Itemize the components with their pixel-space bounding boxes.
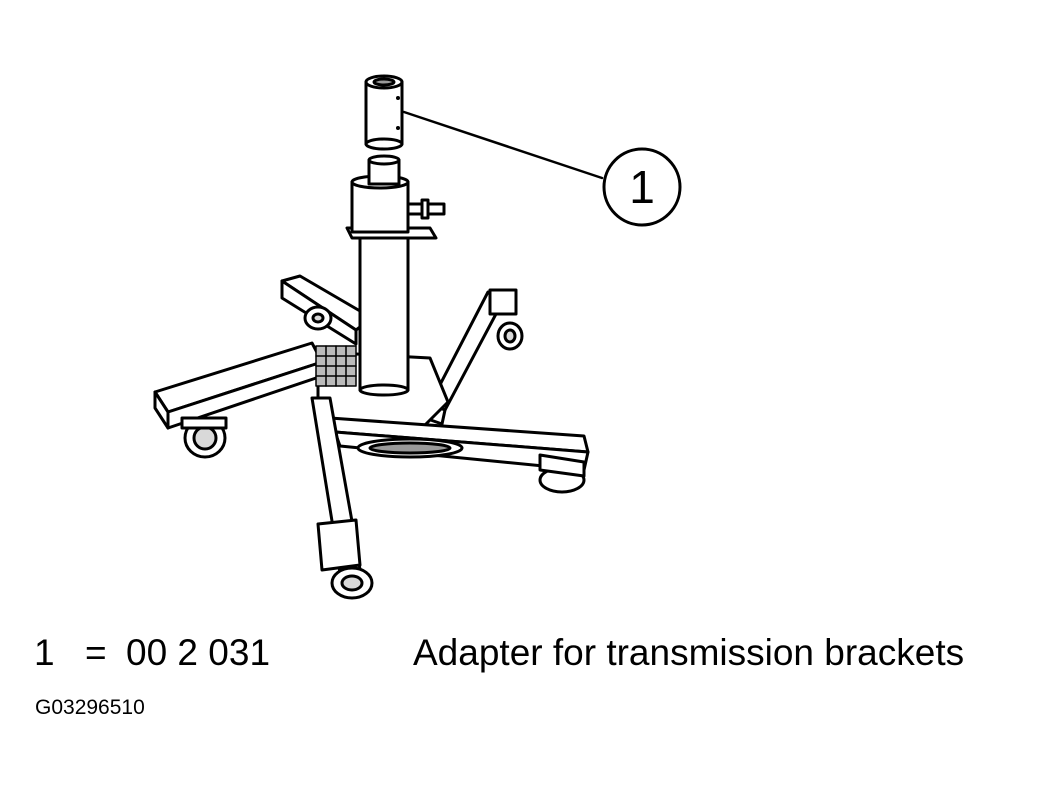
legend-row: 1 = 00 2 031 Adapter for transmission br… [0, 628, 1045, 678]
left-front-leg [153, 341, 324, 459]
rear-left-leg [280, 274, 374, 346]
front-leg [310, 396, 374, 600]
legend-description: Adapter for transmission brackets [413, 632, 965, 673]
callout-number: 1 [629, 161, 655, 213]
callout-circle [602, 147, 682, 227]
callout-leader-line [402, 110, 604, 180]
transmission-jack-illustration: 1 [153, 74, 682, 600]
legend-equals-sign: = [85, 632, 107, 673]
legend-part-number: 00 2 031 [126, 632, 271, 673]
figure-id: G03296510 [35, 696, 145, 719]
legend-callout-number: 1 [34, 632, 55, 673]
adapter-sleeve [364, 74, 404, 151]
hub-vent-grid [315, 345, 357, 387]
front-right-leg [328, 416, 590, 494]
jack-column [345, 154, 446, 397]
